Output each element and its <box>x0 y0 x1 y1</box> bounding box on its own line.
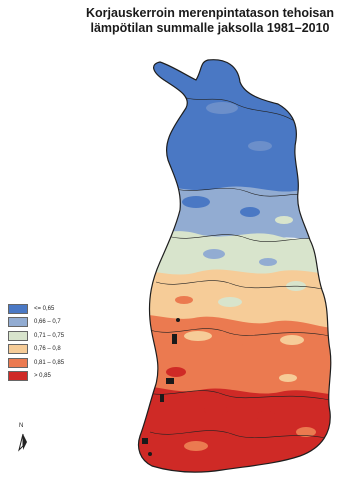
map-title-line2: lämpötilan summalle jaksolla 1981–2010 <box>90 21 330 35</box>
legend-item: 0,71 – 0,75 <box>8 329 128 343</box>
legend-label: <= 0,65 <box>34 305 55 312</box>
map-zones <box>138 59 331 473</box>
zone-066-07 <box>138 184 331 243</box>
legend-item: 0,66 – 0,7 <box>8 316 128 330</box>
legend: <= 0,65 0,66 – 0,7 0,71 – 0,75 0,76 – 0,… <box>8 302 128 383</box>
legend-label: 0,66 – 0,7 <box>34 319 61 326</box>
legend-label: 0,71 – 0,75 <box>34 332 65 339</box>
legend-swatch <box>8 357 28 368</box>
legend-item: 0,81 – 0,85 <box>8 356 128 370</box>
north-arrow-icon <box>18 433 27 452</box>
legend-swatch <box>8 317 28 328</box>
legend-item: 0,76 – 0,8 <box>8 343 128 357</box>
legend-item: > 0,85 <box>8 370 128 384</box>
coastal-islands <box>142 318 180 456</box>
legend-label: > 0,85 <box>34 373 51 380</box>
legend-swatch <box>8 371 28 382</box>
legend-item: <= 0,65 <box>8 302 128 316</box>
finland-outline <box>137 59 332 473</box>
legend-swatch <box>8 303 28 314</box>
zone-patches <box>166 102 316 451</box>
isolines <box>143 95 331 439</box>
north-label: N <box>19 423 24 429</box>
legend-label: 0,76 – 0,8 <box>34 346 61 353</box>
legend-swatch <box>8 330 28 341</box>
legend-label: 0,81 – 0,85 <box>34 359 65 366</box>
legend-swatch <box>8 344 28 355</box>
map-title: Korjauskerroin merenpintatason tehoisan … <box>60 6 360 36</box>
map-title-line1: Korjauskerroin merenpintatason tehoisan <box>86 6 334 20</box>
